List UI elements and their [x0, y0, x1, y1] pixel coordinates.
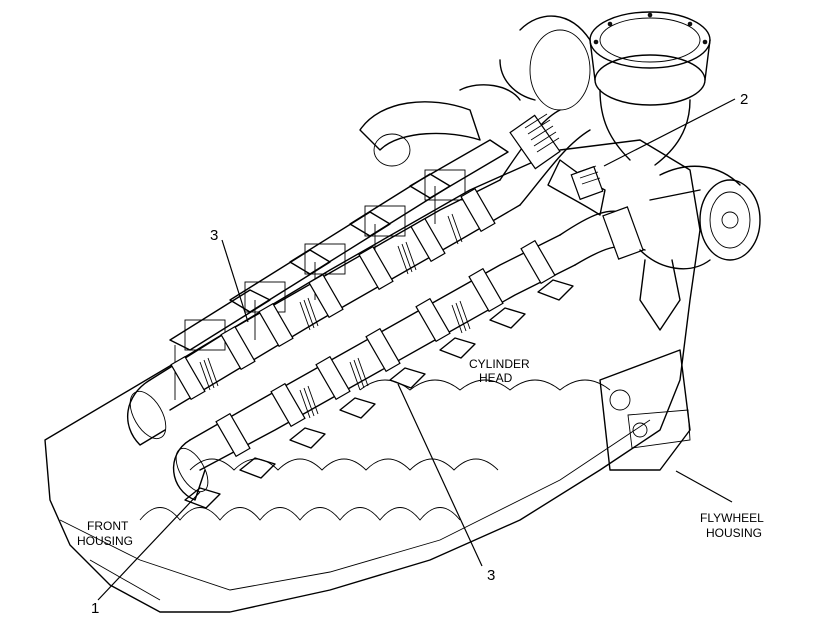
side-turbocharger — [639, 165, 761, 331]
leader-line-3-lower — [397, 383, 483, 567]
labels: 1 2 3 3 CYLINDER HEAD FRONT HOUSING FLYW… — [77, 91, 764, 617]
mounting-flanges — [184, 279, 574, 509]
flywheel-housing-label-line1: FLYWHEEL — [700, 511, 764, 525]
callout-3-upper: 3 — [210, 227, 218, 244]
upper-bellows-ribs — [199, 213, 463, 391]
front-housing-label-line1: FRONT — [87, 519, 129, 533]
upper-bellows-clamps — [170, 187, 496, 401]
turbo-crossover — [359, 11, 761, 331]
callout-1: 1 — [91, 600, 99, 617]
front-housing-label-line2: HOUSING — [77, 534, 133, 548]
cylinder-head-label-line2: HEAD — [479, 371, 513, 385]
lower-bellows-ribs — [299, 300, 471, 419]
leader-line-flywheel — [675, 470, 733, 503]
leader-line-1 — [97, 491, 201, 601]
lower-bellows-clamps — [215, 239, 556, 458]
lower-exhaust-manifold — [173, 234, 576, 509]
engine-block — [44, 139, 701, 613]
cylinder-head-covers — [169, 139, 509, 400]
flywheel-housing-label-line2: HOUSING — [706, 526, 762, 540]
upper-turbocharger — [499, 11, 711, 166]
upper-exhaust-manifold — [126, 179, 521, 446]
leader-line-3-upper — [221, 239, 249, 323]
callout-2: 2 — [740, 91, 748, 108]
leader-line-2 — [603, 98, 736, 167]
cylinder-head-label-line1: CYLINDER — [469, 357, 530, 371]
leader-lines — [97, 98, 736, 601]
callout-3-lower: 3 — [487, 567, 495, 584]
